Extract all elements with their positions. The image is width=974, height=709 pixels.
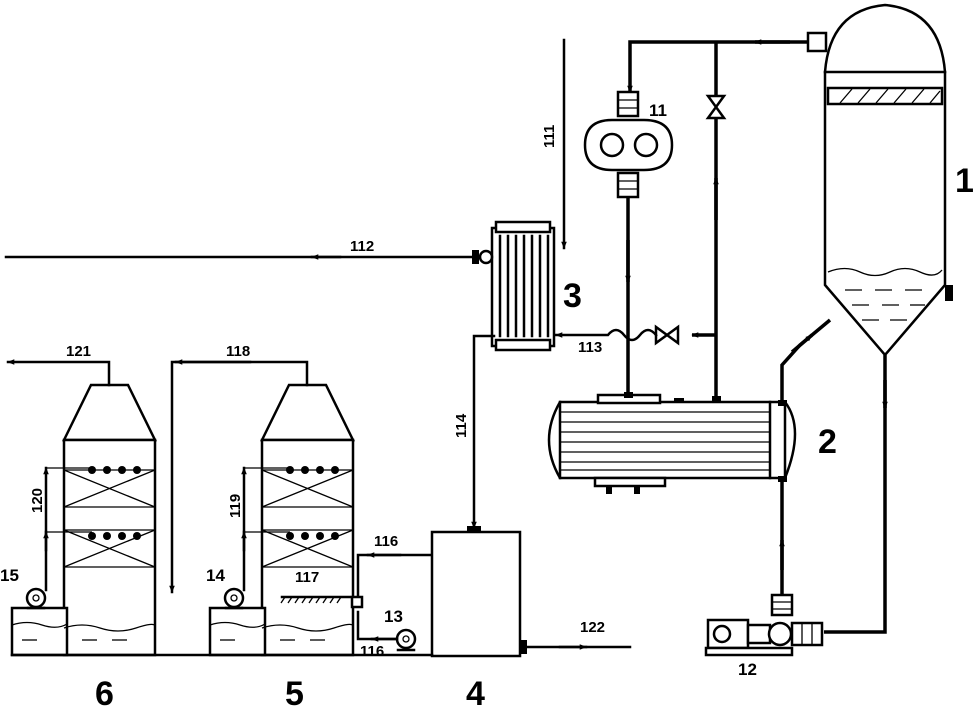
label-stream-121: 121 <box>66 343 91 360</box>
label-stream-120: 120 <box>29 488 46 513</box>
label-stream-117: 117 <box>295 569 319 586</box>
label-stream-122: 122 <box>580 619 605 636</box>
label-eq11: 11 <box>649 101 667 120</box>
label-stream-111: 111 <box>541 125 558 148</box>
label-stream-114: 114 <box>453 413 470 438</box>
pump-13 <box>395 628 417 652</box>
label-eq2: 2 <box>818 423 837 461</box>
label-eq12: 12 <box>738 660 757 679</box>
label-stream-119: 119 <box>227 494 244 518</box>
label-eq4: 4 <box>466 675 485 709</box>
label-stream-118: 118 <box>226 343 250 360</box>
heat-exchanger-3 <box>490 220 556 352</box>
label-stream-116-lower: 116 <box>360 643 384 660</box>
label-eq6: 6 <box>95 675 114 709</box>
tank-4 <box>430 530 522 658</box>
evaporator-vessel-1 <box>806 3 953 357</box>
scrubber-tower-6 <box>10 383 158 657</box>
label-eq14: 14 <box>206 566 225 585</box>
label-eq15: 15 <box>0 566 19 585</box>
pump-12 <box>704 593 824 657</box>
label-eq1: 1 <box>955 162 974 200</box>
label-eq5: 5 <box>285 675 304 709</box>
label-stream-116-upper: 116 <box>374 533 398 550</box>
label-stream-113: 113 <box>578 339 602 356</box>
label-eq3: 3 <box>563 277 582 315</box>
label-stream-112: 112 <box>350 238 374 255</box>
scrubber-tower-5 <box>208 383 356 657</box>
heat-exchanger-2 <box>547 393 797 494</box>
label-eq13: 13 <box>384 607 403 626</box>
compressor-11 <box>583 90 674 199</box>
